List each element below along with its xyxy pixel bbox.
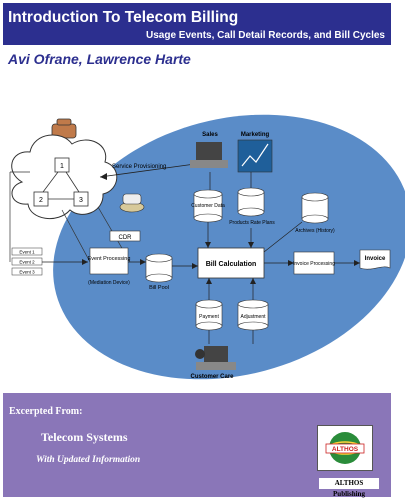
mediation-label: (Mediation Device): [88, 280, 130, 286]
svg-text:Adjustment: Adjustment: [240, 314, 266, 320]
book-subtitle: Usage Events, Call Detail Records, and B…: [146, 30, 385, 41]
invoice-processing-label: Invoice Processing: [293, 261, 335, 267]
cdr-label: CDR: [119, 235, 133, 241]
network-node-1: 1: [54, 157, 70, 173]
customer-care-computer-icon: [195, 346, 236, 370]
desk-phone-icon: [119, 193, 145, 213]
bill-calculation-label: Bill Calculation: [206, 261, 257, 268]
customer-data-db: Customer Data: [191, 189, 225, 223]
event-processing-label: Event Processing: [88, 256, 131, 262]
customer-care-label: Customer Care: [190, 374, 234, 380]
svg-text:Event 1: Event 1: [19, 250, 35, 255]
cdr-box: [109, 230, 141, 242]
invoice-document-icon: [359, 249, 391, 270]
footer-panel: Excerpted From: Telecom Systems With Upd…: [3, 393, 391, 498]
althos-logo: ALTHOS: [317, 425, 373, 471]
event-processing-box: [89, 247, 129, 275]
marketing-chart-icon: [237, 139, 273, 173]
archives-db: Archives (History): [295, 192, 335, 234]
svg-text:Customer Data: Customer Data: [191, 203, 225, 209]
sales-computer-icon: [190, 142, 228, 168]
bill-pool-db: [145, 253, 173, 283]
excerpted-from: Excerpted From:: [9, 406, 83, 417]
service-provisioning-label: Service Provisioning: [112, 164, 166, 170]
svg-text:Payment: Payment: [199, 314, 219, 320]
svg-text:Archives (History): Archives (History): [295, 228, 335, 234]
node-label: 1: [60, 163, 64, 170]
network-node-2: 2: [33, 191, 49, 207]
svg-text:Event 2: Event 2: [19, 260, 35, 265]
telephone-icon: [51, 118, 77, 139]
node-label: 2: [39, 197, 43, 204]
title-banner: Introduction To Telecom Billing Usage Ev…: [3, 3, 391, 45]
svg-text:Products Rate Plans: Products Rate Plans: [229, 220, 275, 226]
bill-pool-label: Bill Pool: [149, 285, 169, 291]
authors: Avi Ofrane, Lawrence Harte: [8, 51, 191, 67]
sales-label: Sales: [202, 132, 218, 138]
svg-text:Event 3: Event 3: [19, 270, 35, 275]
payment-db: Payment: [195, 299, 223, 331]
source-book-title: Telecom Systems: [41, 430, 128, 444]
updated-info: With Updated Information: [36, 455, 141, 465]
globe-logo-icon: ALTHOS: [325, 432, 365, 464]
marketing-label: Marketing: [241, 132, 270, 138]
event-list: Event 1 Event 2 Event 3: [11, 247, 43, 276]
billing-diagram: 1 2 3 Service Provisioning: [9, 114, 405, 380]
invoice-label: Invoice: [365, 256, 386, 262]
book-title: Introduction To Telecom Billing: [8, 9, 239, 26]
network-node-3: 3: [73, 191, 89, 207]
adjustment-db: Adjustment: [237, 299, 269, 331]
logo-text: ALTHOS: [332, 446, 359, 453]
node-label: 3: [79, 197, 83, 204]
publisher-name: ALTHOS Publishing: [319, 478, 379, 498]
system-ellipse: [53, 114, 405, 380]
